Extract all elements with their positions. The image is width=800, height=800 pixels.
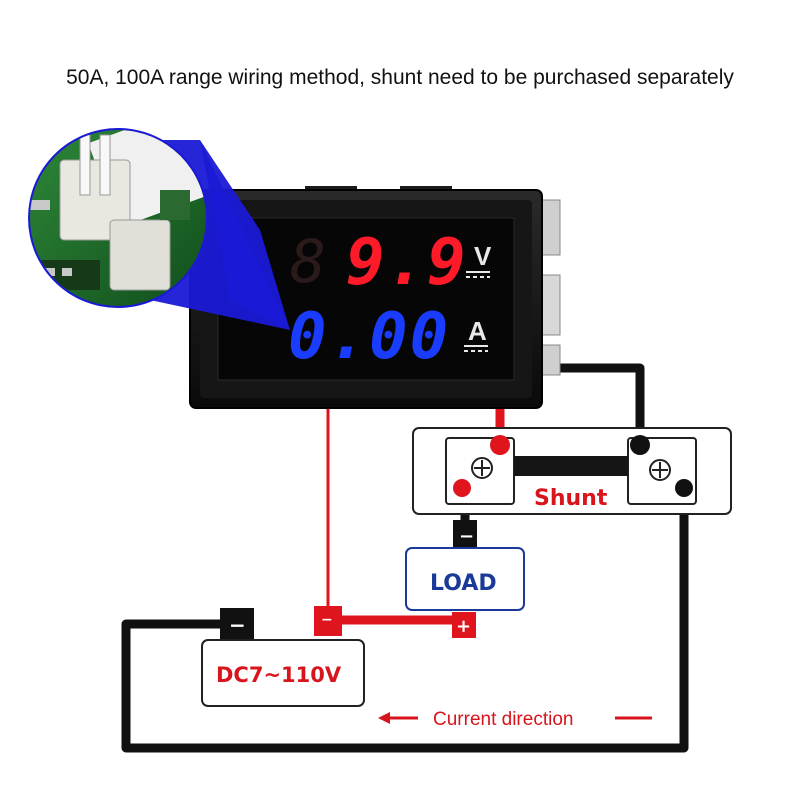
supply-probe-terminal: −	[321, 612, 333, 628]
power-supply: − − + DC7~110V	[201, 606, 476, 707]
voltage-reading: 9.9	[346, 226, 468, 300]
panel-meter: V A 8 9.9 0.00	[189, 186, 561, 409]
connector-inset	[28, 128, 290, 330]
shunt-bar	[514, 456, 628, 476]
screw-terminal-icon	[471, 457, 493, 479]
wire-meter-to-shunt	[535, 363, 645, 445]
screw-terminal-icon	[649, 459, 671, 481]
wire-shunt-to-supply-negative	[121, 483, 689, 753]
load-negative-terminal: −	[459, 526, 474, 547]
supply-label: DC7~110V	[216, 663, 342, 687]
current-direction-label: Current direction	[433, 709, 573, 730]
current-unit: A	[468, 316, 487, 346]
diagram-title: 50A, 100A range wiring method, shunt nee…	[66, 66, 734, 89]
current-reading: 0.00	[288, 300, 450, 374]
current-direction-indicator: Current direction	[378, 709, 652, 730]
load-box: − LOAD	[405, 520, 525, 611]
shunt-assembly: Shunt	[412, 427, 732, 515]
shunt-label: Shunt	[534, 486, 608, 511]
supply-positive-terminal: +	[456, 616, 471, 637]
svg-text:8: 8	[290, 227, 326, 297]
voltage-unit: V	[474, 241, 492, 271]
load-label: LOAD	[430, 571, 497, 596]
arrow-left-icon	[378, 712, 390, 724]
supply-negative-terminal: −	[229, 613, 246, 637]
